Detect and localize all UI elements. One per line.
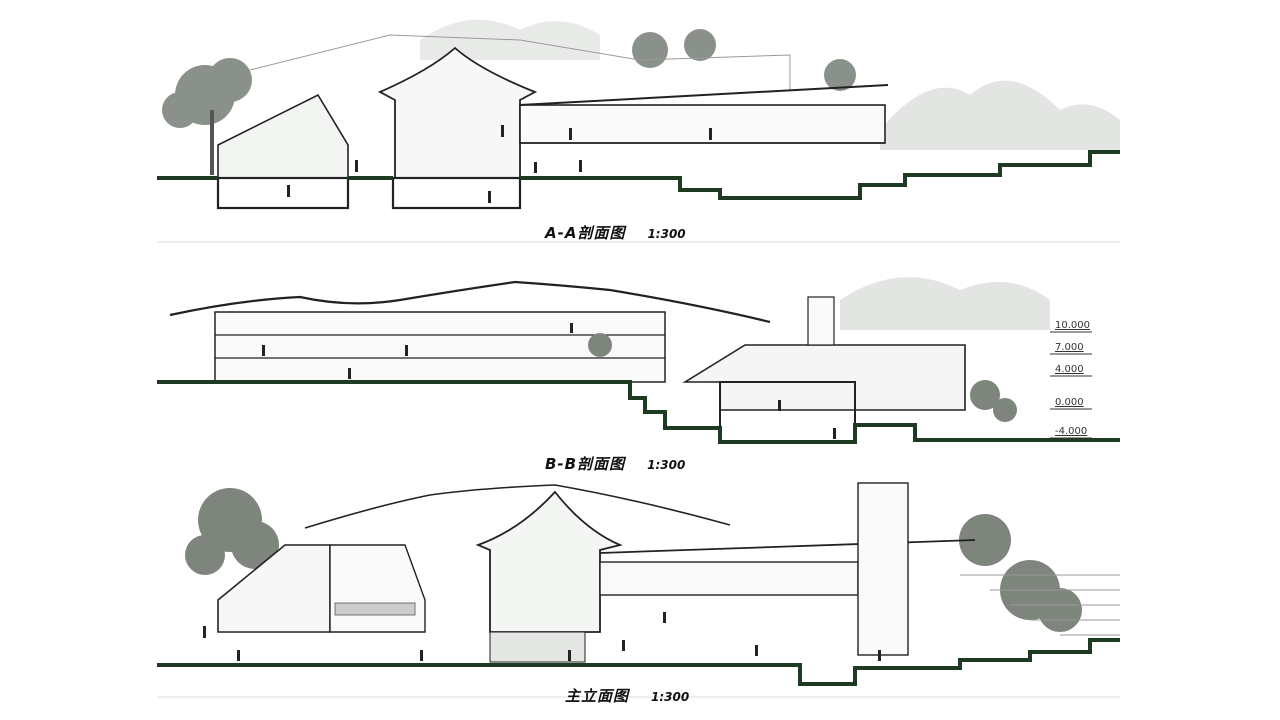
elev-left-annex (329, 544, 426, 633)
left-pavilion (217, 93, 349, 179)
b-lower-wing (682, 344, 966, 411)
wave-roof (169, 280, 771, 324)
level-label: 7.000 (1055, 342, 1084, 353)
people-figures-elev (203, 612, 881, 661)
b-tower (807, 296, 835, 346)
long-gallery (519, 104, 886, 144)
back-roof-lines (249, 34, 791, 90)
section-scale: 1:300 (651, 690, 690, 704)
elev-left-pavilion (217, 544, 331, 633)
section-title-a-a: A-A剖面图 1:300 (545, 222, 686, 243)
section-b-b-drawing (157, 277, 1120, 444)
section-scale: 1:300 (647, 227, 686, 241)
section-title: A-A剖面图 (545, 224, 626, 242)
elev-central-gable (475, 490, 623, 633)
section-title-b-b: B-B剖面图 1:300 (545, 453, 685, 474)
people-figures-a (287, 125, 712, 203)
tree-left (162, 58, 252, 175)
gable-hall (377, 46, 538, 179)
terrace-lines-right (960, 574, 1120, 636)
tree-b (588, 333, 1017, 422)
level-markers (1050, 331, 1092, 439)
basement-left (216, 176, 350, 210)
section-title: 主立面图 (565, 687, 630, 705)
tree-elev-right (959, 514, 1082, 632)
tree-elev-left (185, 488, 279, 575)
basement-right (391, 176, 522, 210)
elev-back-roof (304, 484, 731, 529)
level-label: 4.000 (1055, 364, 1084, 375)
section-scale: 1:300 (647, 458, 686, 472)
level-label: 0.000 (1055, 397, 1084, 408)
level-label: 10.000 (1055, 320, 1090, 331)
people-figures-b (262, 323, 836, 439)
elev-tower (857, 482, 909, 656)
section-title: B-B剖面图 (545, 455, 626, 473)
elevation-drawing (157, 482, 1120, 698)
tree-right (632, 29, 856, 91)
ground-line-elev (157, 638, 1120, 686)
screen-panel (334, 602, 416, 616)
background-mountains-b (840, 277, 1050, 330)
elev-gallery (599, 561, 859, 596)
level-label: -4.000 (1055, 426, 1088, 437)
ground-line-a (157, 150, 1120, 200)
section-a-a-drawing (157, 19, 1120, 243)
background-mountains (880, 80, 1120, 150)
section-title-elevation: 主立面图 1:300 (565, 685, 689, 706)
ground-line-b (157, 380, 1120, 444)
